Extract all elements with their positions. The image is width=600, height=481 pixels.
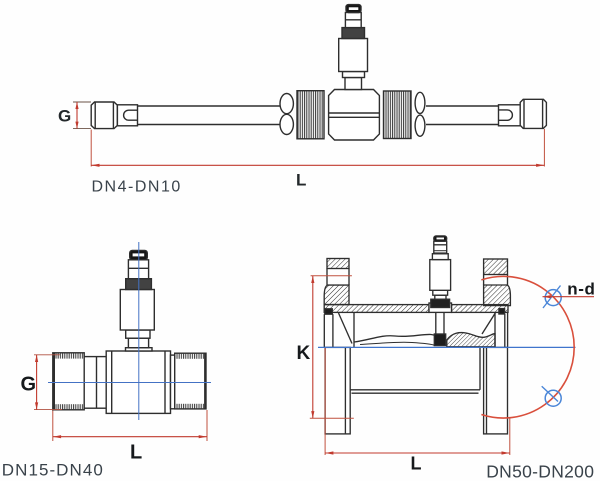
svg-text:n-d: n-d bbox=[567, 279, 595, 298]
svg-text:DN4-DN10: DN4-DN10 bbox=[92, 178, 182, 195]
svg-text:L: L bbox=[130, 441, 142, 463]
svg-text:DN15-DN40: DN15-DN40 bbox=[2, 460, 104, 479]
svg-text:DN50-DN200: DN50-DN200 bbox=[486, 461, 594, 481]
svg-text:L: L bbox=[296, 171, 306, 190]
svg-text:G: G bbox=[21, 373, 37, 395]
svg-text:K: K bbox=[297, 343, 311, 364]
svg-text:G: G bbox=[58, 106, 71, 125]
svg-text:L: L bbox=[411, 453, 422, 473]
